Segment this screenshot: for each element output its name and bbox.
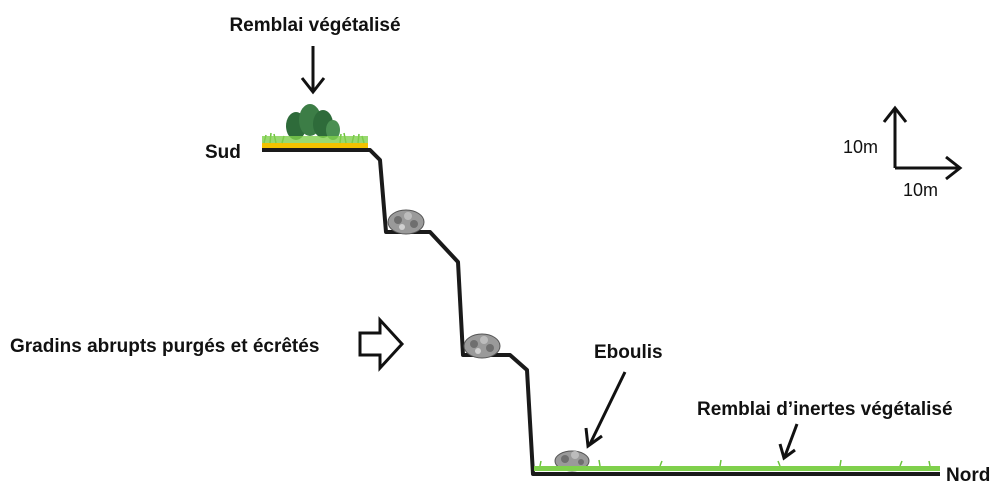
top-backfill [262,104,368,150]
eboulis-arrow [586,372,625,446]
rock-pile-step-2 [464,334,500,358]
nord-label: Nord [946,465,990,481]
rock-pile-step-1 [388,210,424,234]
remblai-vegetalise-label: Remblai végétalisé [229,15,400,36]
tree-cluster [262,104,368,143]
gradins-label: Gradins abrupts purgés et écrêtés [10,336,319,357]
terrain-profile [262,150,940,474]
remblai-inertes-arrow [780,424,797,458]
bottom-grass [534,460,940,471]
remblai-inertes-label: Remblai d’inertes végétalisé [697,399,953,420]
scale-vertical-label: 10m [843,137,878,157]
eboulis-label: Eboulis [594,342,663,363]
remblai-vegetalise-arrow [302,46,324,92]
gradins-hollow-arrow [360,320,402,368]
sud-label: Sud [205,142,241,163]
scale-horizontal-label: 10m [903,180,938,200]
scale-bar [884,108,960,179]
